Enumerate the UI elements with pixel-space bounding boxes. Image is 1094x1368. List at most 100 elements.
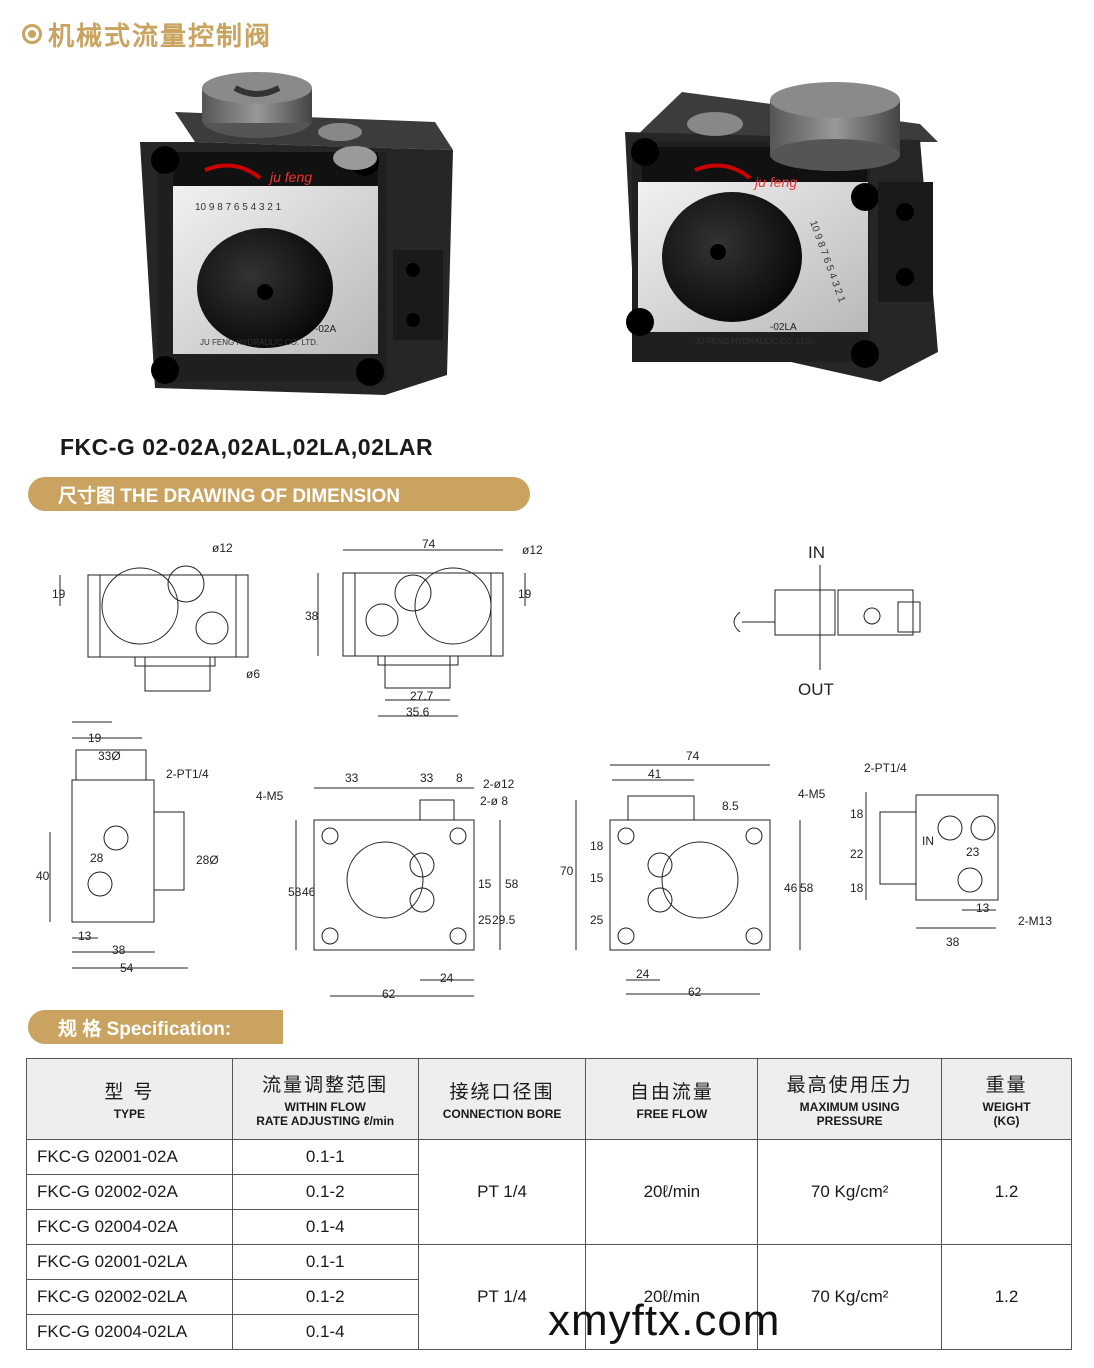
product-photo-left: ju feng 10 9 8 7 6 5 4 3 2 1 JU FENG HYD…: [140, 72, 453, 395]
brand-label: ju feng: [268, 169, 312, 185]
cell-range: 0.1-2: [231, 1279, 419, 1315]
cell-type: FKC-G 02004-02LA: [26, 1314, 233, 1350]
cell-type: FKC-G 02001-02A: [26, 1139, 233, 1175]
port-pt14-b: 2-PT1/4: [864, 761, 907, 775]
cell-range: 0.1-4: [231, 1209, 419, 1245]
dim-18-c: 18: [850, 881, 864, 895]
in-label: IN: [808, 543, 825, 562]
in-port-label: IN: [922, 834, 934, 848]
dim-38-b: 38: [112, 943, 126, 957]
dim-46-b: 46: [784, 881, 798, 895]
dim-40: 40: [36, 869, 50, 883]
dim-41: 41: [648, 767, 662, 781]
dim-25-a: 25: [478, 913, 492, 927]
product-photo-right: ju feng 10 9 8 7 6 5 4 3 2 1 JU FENG HYD…: [625, 82, 938, 382]
cell-range: 0.1-1: [231, 1139, 419, 1175]
dim-58-a: 58: [288, 885, 302, 899]
dim-33-b: 33: [420, 771, 434, 785]
dim-2d12: 2-ø12: [483, 777, 515, 791]
dim-33-a: 33: [345, 771, 359, 785]
dim-18-b: 18: [850, 807, 864, 821]
plate-text: JU FENG HYDRAULIC CO. LTD.: [200, 338, 318, 347]
page-title: 机械式流量控制阀: [48, 21, 273, 52]
port-pt14-a: 2-PT1/4: [166, 767, 209, 781]
front-view-left: 33 33 8 4-M5 2-ø12 2-ø 8 58 46 15 25 29.…: [256, 771, 519, 1001]
dim-8-5: 8.5: [722, 799, 739, 813]
model-plate-2: -02LA: [770, 322, 797, 333]
dim-22: 22: [850, 847, 864, 861]
cell-weight: 1.2: [941, 1139, 1072, 1245]
dim-28o: 28Ø: [196, 853, 219, 867]
dim-58-c: 58: [800, 881, 814, 895]
dim-d6: ø6: [246, 667, 260, 681]
cell-range: 0.1-2: [231, 1174, 419, 1210]
cell-type: FKC-G 02002-02LA: [26, 1279, 233, 1315]
cell-type: FKC-G 02004-02A: [26, 1209, 233, 1245]
side-view-left: 19 33Ø 2-PT1/4 40 28 28Ø 13 38 54: [36, 721, 219, 975]
side-view-right: 2-PT1/4 18 22 18 IN 23 2-M13 13 38: [850, 761, 1052, 949]
cell-free-flow: 20ℓ/min: [585, 1244, 759, 1350]
out-label: OUT: [798, 680, 834, 699]
hydraulic-symbol: IN OUT: [733, 543, 921, 699]
cell-bore: PT 1/4: [417, 1244, 587, 1350]
dim-23: 23: [966, 845, 980, 859]
dim-19-b: 19: [518, 587, 532, 601]
front-view-small: 19 ø12 ø6: [52, 541, 260, 692]
dim-29-5: 29.5: [492, 913, 516, 927]
dim-70: 70: [560, 864, 574, 878]
watermark: xmyftx.com: [548, 1296, 781, 1345]
dim-d12-b: ø12: [522, 543, 543, 557]
cell-pressure: 70 Kg/cm²: [757, 1139, 943, 1245]
page-header: 机械式流量控制阀: [22, 14, 272, 54]
table-row: FKC-G 02004-02LA 0.1-4: [26, 1314, 1072, 1350]
cell-free-flow: 20ℓ/min: [585, 1139, 759, 1245]
cell-weight: 1.2: [941, 1244, 1072, 1350]
table-row: FKC-G 02002-02A 0.1-2: [26, 1174, 1072, 1210]
dim-74-a: 74: [422, 537, 436, 551]
thread-m5-b: 4-M5: [798, 787, 826, 801]
dim-74-b: 74: [686, 749, 700, 763]
dim-13-a: 13: [78, 929, 92, 943]
dim-46-a: 46: [302, 885, 316, 899]
cell-range: 0.1-1: [231, 1244, 419, 1280]
plate-text-2: JU FENG HYDRAULIC CO. LTD.: [695, 337, 813, 346]
dim-54: 54: [120, 961, 134, 975]
model-plate: -02A: [315, 324, 336, 335]
table-row: FKC-G 02001-02A 0.1-1 PT 1/4 20ℓ/min 70 …: [26, 1139, 1072, 1245]
dim-8: 8: [456, 771, 463, 785]
dim-62-b: 62: [688, 985, 702, 999]
dim-38-c: 38: [946, 935, 960, 949]
dim-13-b: 13: [976, 901, 990, 915]
cell-type: FKC-G 02001-02LA: [26, 1244, 233, 1280]
dim-19-a: 19: [52, 587, 66, 601]
thread-m5-a: 4-M5: [256, 789, 284, 803]
dimension-banner: 尺寸图 THE DRAWING OF DIMENSION: [28, 477, 530, 511]
cell-bore: PT 1/4: [417, 1139, 587, 1245]
dim-15-a: 15: [478, 877, 492, 891]
dimension-drawings: 19 ø12 ø6 74 38 19 ø12 27.7 35.6 IN OUT …: [36, 537, 1052, 1001]
dim-58-b: 58: [505, 877, 519, 891]
model-line: FKC-G 02-02A,02AL,02LA,02LAR: [60, 434, 434, 460]
front-view-right: 74 41 70 18 15 25 8.5 4-M5 46 58 24 62: [560, 749, 826, 999]
spec-banner: 规 格 Specification:: [28, 1010, 318, 1044]
cell-pressure: 70 Kg/cm²: [757, 1244, 943, 1350]
dim-25-b: 25: [590, 913, 604, 927]
dim-15-b: 15: [590, 871, 604, 885]
dial-numbers: 10 9 8 7 6 5 4 3 2 1: [195, 202, 282, 213]
thread-m13: 2-M13: [1018, 914, 1052, 928]
cell-type: FKC-G 02002-02A: [26, 1174, 233, 1210]
dim-38-a: 38: [305, 609, 319, 623]
table-row: FKC-G 02001-02LA 0.1-1 PT 1/4 20ℓ/min 70…: [26, 1244, 1072, 1350]
dim-35-6: 35.6: [406, 705, 430, 719]
dim-27-7: 27.7: [410, 689, 434, 703]
dim-d12-a: ø12: [212, 541, 233, 555]
dim-18-a: 18: [590, 839, 604, 853]
